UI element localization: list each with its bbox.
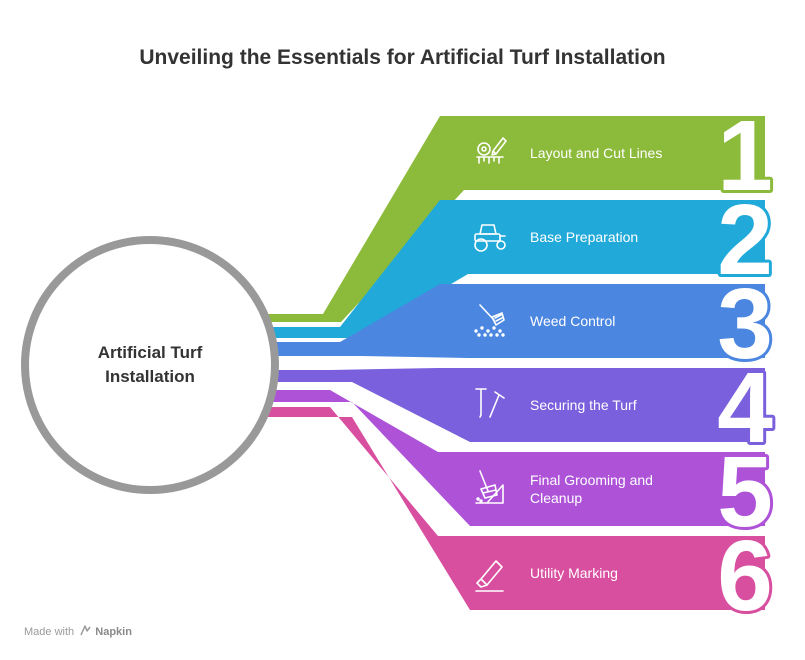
center-node: Artificial Turf Installation bbox=[21, 236, 279, 494]
nails-icon bbox=[475, 388, 505, 418]
center-circle bbox=[21, 236, 279, 494]
step-band-2 bbox=[262, 200, 765, 338]
footer: Made with Napkin bbox=[24, 625, 132, 639]
step-number-4: 4 bbox=[717, 352, 773, 464]
center-label-line1: Artificial Turf bbox=[98, 343, 203, 362]
step-label-5-line1: Final Grooming and bbox=[530, 472, 653, 488]
step-label-4: Securing the Turf bbox=[530, 397, 637, 413]
step-6: Utility Marking 6 bbox=[262, 407, 776, 635]
step-3: Weed Control 3 bbox=[262, 265, 776, 383]
step-number-2: 2 bbox=[717, 184, 773, 296]
step-band-5 bbox=[262, 390, 765, 526]
step-label-1: Layout and Cut Lines bbox=[530, 145, 662, 161]
napkin-logo-icon bbox=[80, 625, 91, 639]
spray-nozzle-icon bbox=[474, 304, 505, 337]
tape-measure-pencil-icon bbox=[476, 137, 507, 164]
step-band-6 bbox=[262, 407, 765, 610]
step-number-1: 1 bbox=[717, 100, 773, 212]
step-band-3 bbox=[262, 284, 765, 358]
step-band-4 bbox=[262, 368, 765, 442]
center-label-line2: Installation bbox=[105, 367, 195, 386]
step-label-6: Utility Marking bbox=[530, 565, 618, 581]
marker-icon bbox=[475, 560, 504, 592]
step-label-2: Base Preparation bbox=[530, 229, 638, 245]
rake-icon bbox=[475, 470, 504, 504]
footer-prefix: Made with bbox=[24, 626, 75, 638]
road-roller-icon bbox=[474, 224, 506, 252]
step-4: Securing the Turf 4 bbox=[262, 349, 776, 467]
step-label-3: Weed Control bbox=[530, 313, 615, 329]
step-number-6: 6 bbox=[717, 520, 773, 632]
page-title: Unveiling the Essentials for Artificial … bbox=[139, 46, 666, 69]
step-number-5: 5 bbox=[717, 436, 773, 548]
step-label-5-line2: Cleanup bbox=[530, 490, 582, 506]
step-number-3: 3 bbox=[717, 268, 773, 380]
footer-brand: Napkin bbox=[95, 626, 132, 638]
step-2: Base Preparation 2 bbox=[262, 181, 776, 338]
